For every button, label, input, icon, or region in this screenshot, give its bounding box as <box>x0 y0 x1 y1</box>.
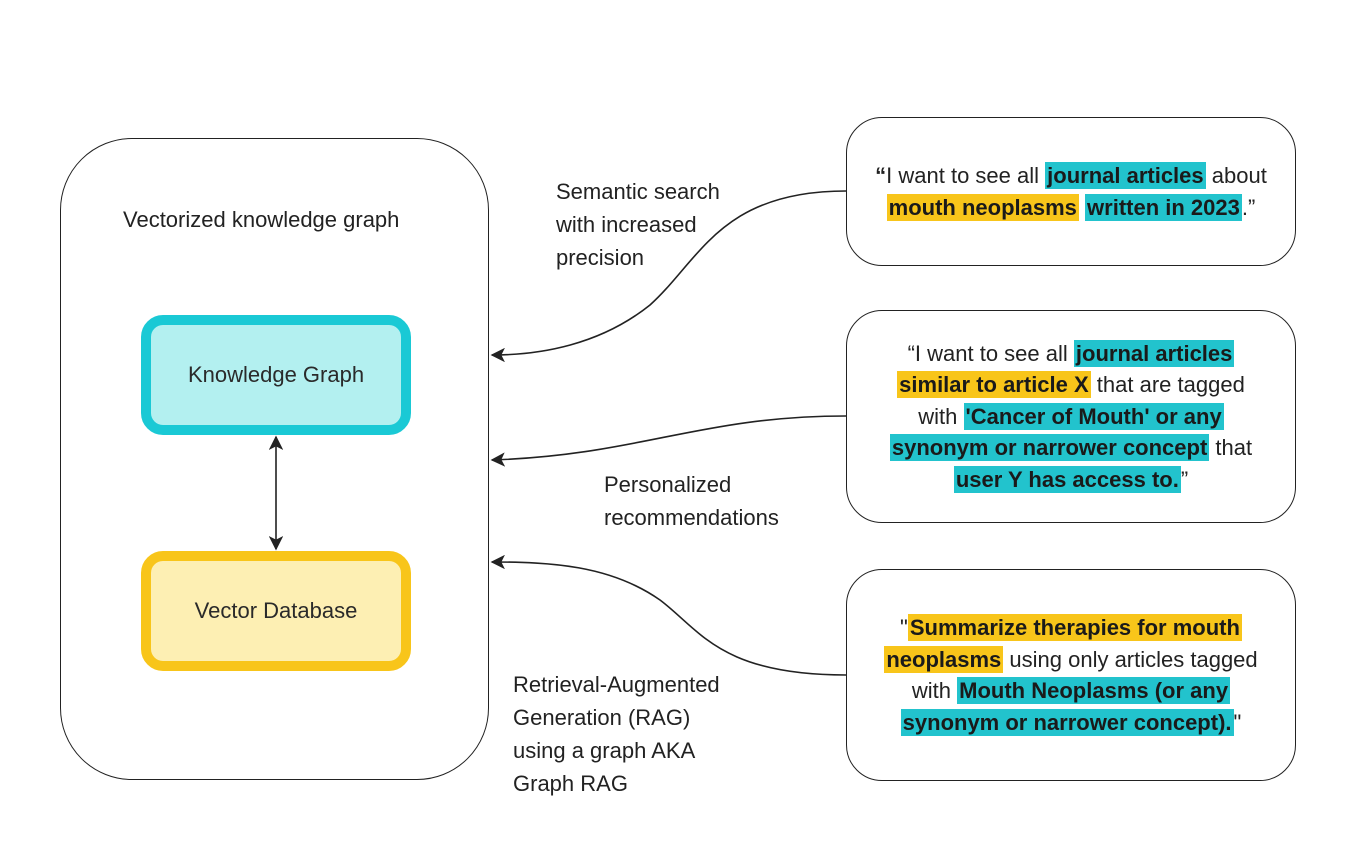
edge-label-line: Generation (RAG) <box>513 705 691 730</box>
edge-label-line: with increased <box>556 212 697 237</box>
highlight-yellow: neoplasms <box>884 645 1004 673</box>
query-text-segment: " <box>1233 709 1242 735</box>
highlight-teal: written in 2023 <box>1085 193 1242 221</box>
highlight-teal: synonym or narrower concept). <box>900 708 1234 736</box>
knowledge-graph-node: Knowledge Graph <box>141 315 411 435</box>
edge-label-line: Graph RAG <box>513 771 628 796</box>
query-line: with Mouth Neoplasms (or any <box>884 675 1257 707</box>
query-text-segment: “I want to see all <box>907 340 1074 366</box>
bidirectional-arrow <box>268 435 284 551</box>
vector-database-label: Vector Database <box>194 598 358 623</box>
query-text-segment: ” <box>1180 466 1189 492</box>
highlight-teal: synonym or narrower concept <box>889 434 1210 462</box>
highlight-teal: journal articles <box>1073 339 1235 367</box>
query-bubble-3: "Summarize therapies for mouth neoplasms… <box>846 569 1296 781</box>
query-text: “I want to see all journal articles abou… <box>875 160 1267 223</box>
query-text-segment: using only articles tagged <box>1003 646 1258 672</box>
query-line: “I want to see all journal articles <box>890 338 1252 370</box>
query-line: "Summarize therapies for mouth <box>884 612 1257 644</box>
edge-label-personalized-recommendations: Personalized recommendations <box>604 468 779 534</box>
highlight-teal: journal articles <box>1045 162 1206 189</box>
edge-label-line: precision <box>556 245 645 270</box>
query-text-segment: about <box>1205 163 1267 188</box>
query-text-segment: that are tagged <box>1090 372 1245 398</box>
edge-label-line: Personalized <box>604 472 732 497</box>
vector-database-node: Vector Database <box>141 551 411 671</box>
highlight-yellow: similar to article X <box>897 371 1091 399</box>
query-text-segment: " <box>900 615 908 640</box>
highlight-teal: Mouth Neoplasms (or any <box>957 677 1231 704</box>
highlight-yellow: Summarize therapies for mouth <box>907 614 1242 641</box>
query-text-segment: I want to see all <box>886 163 1046 188</box>
query-line: synonym or narrower concept)." <box>884 707 1257 739</box>
container-title: Vectorized knowledge graph <box>123 207 400 232</box>
query-line: synonym or narrower concept that <box>889 432 1253 464</box>
query-line: with 'Cancer of Mouth' or any <box>890 401 1252 433</box>
knowledge-graph-label: Knowledge Graph <box>187 362 365 387</box>
query-line: neoplasms using only articles tagged <box>884 644 1258 676</box>
edge-semantic-search <box>490 190 847 363</box>
edge-label-line: Retrieval-Augmented <box>513 672 720 697</box>
query-bubble-1: “I want to see all journal articles abou… <box>846 117 1296 266</box>
query-text-segment: with <box>918 403 964 429</box>
query-quote: “ <box>875 163 887 188</box>
query-line: user Y has access to.” <box>890 464 1252 496</box>
edge-label-semantic-search: Semantic search with increased precision <box>556 175 720 274</box>
query-line: similar to article X that are tagged <box>890 369 1252 401</box>
highlight-teal: user Y has access to. <box>953 465 1181 493</box>
query-text: "Summarize therapies for mouth neoplasms… <box>884 612 1258 739</box>
edge-personalized-recommendations <box>490 415 847 467</box>
edge-label-line: recommendations <box>604 505 779 530</box>
highlight-yellow: mouth neoplasms <box>886 193 1079 221</box>
query-text-segment: with <box>911 678 958 703</box>
query-text-segment: .” <box>1241 194 1256 220</box>
edge-label-line: Semantic search <box>556 179 720 204</box>
edge-graph-rag <box>490 554 847 676</box>
query-line: “I want to see all journal articles abou… <box>875 160 1267 192</box>
edge-label-line: using a graph AKA <box>513 738 696 763</box>
highlight-teal: 'Cancer of Mouth' or any <box>963 402 1224 430</box>
query-text-segment: that <box>1209 435 1253 461</box>
query-line: mouth neoplasms written in 2023.” <box>875 192 1267 224</box>
vectorized-knowledge-graph-container: Vectorized knowledge graph Knowledge Gra… <box>60 138 489 780</box>
